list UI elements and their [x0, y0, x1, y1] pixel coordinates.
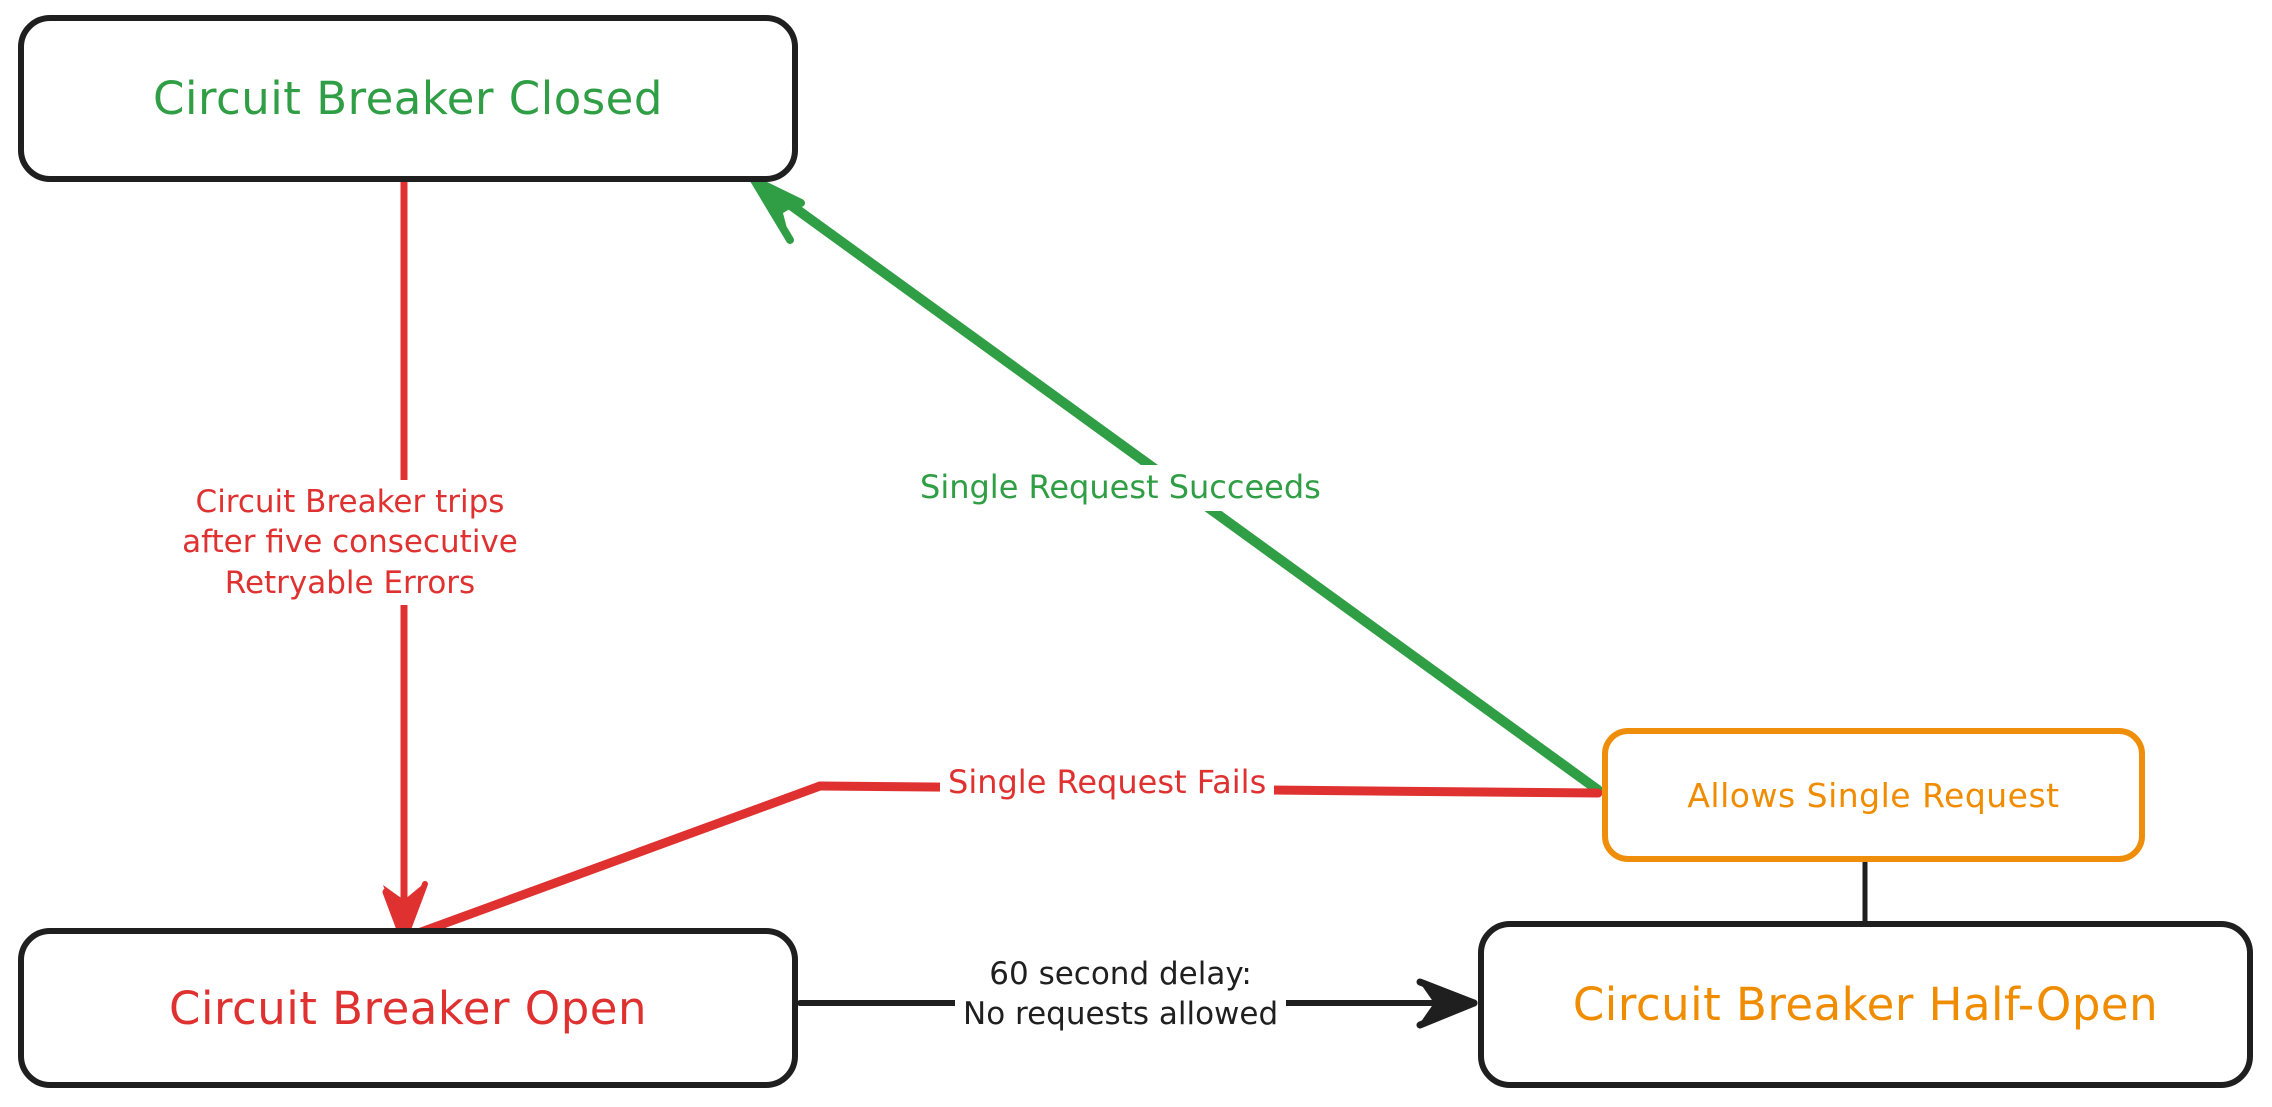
node-circuit-breaker-closed-label: Circuit Breaker Closed: [153, 72, 663, 125]
node-circuit-breaker-closed[interactable]: Circuit Breaker Closed: [18, 15, 798, 182]
arrowhead-icon: [1418, 980, 1476, 1026]
edge-label-open-to-half-open: 60 second delay: No requests allowed: [955, 952, 1287, 1037]
node-circuit-breaker-open[interactable]: Circuit Breaker Open: [18, 928, 798, 1088]
node-circuit-breaker-open-label: Circuit Breaker Open: [169, 981, 647, 1035]
edge-allows-to-open: [394, 781, 1603, 952]
arrowhead-icon: [383, 881, 427, 942]
node-allows-single-request-label: Allows Single Request: [1687, 775, 2060, 815]
edge-label-allows-to-open: Single Request Fails: [940, 760, 1275, 806]
node-circuit-breaker-half-open-label: Circuit Breaker Half-Open: [1572, 978, 2159, 1031]
edge-label-allows-to-closed: Single Request Succeeds: [912, 465, 1329, 511]
node-allows-single-request[interactable]: Allows Single Request: [1602, 728, 2145, 862]
node-circuit-breaker-half-open[interactable]: Circuit Breaker Half-Open: [1478, 921, 2253, 1088]
edge-label-closed-to-open: Circuit Breaker trips after five consecu…: [150, 480, 550, 605]
